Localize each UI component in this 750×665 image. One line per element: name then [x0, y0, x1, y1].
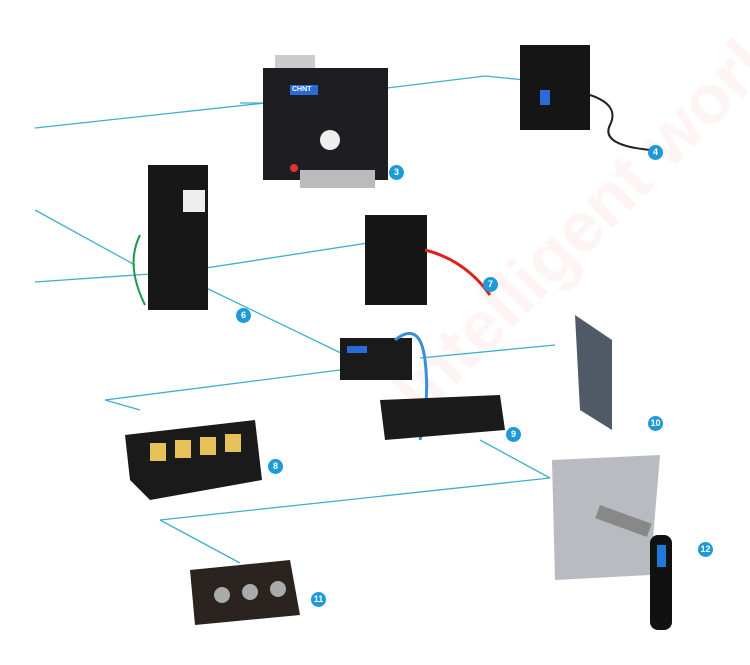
- controller-unit: [263, 55, 388, 188]
- terminal-block: [380, 395, 505, 440]
- callout-badge-12: 12: [698, 542, 713, 557]
- callout-badge-6: 6: [236, 308, 251, 323]
- phase-barrier: [575, 315, 612, 430]
- callout-badge-8: 8: [268, 459, 283, 474]
- callout-badge-7: 7: [483, 277, 498, 292]
- callout-badge-11: 11: [311, 592, 326, 607]
- interlock-block: [190, 560, 300, 625]
- callout-badge-4: 4: [648, 145, 663, 160]
- callout-badge-9: 9: [506, 427, 521, 442]
- undervoltage-module: [340, 331, 429, 441]
- brand-label: CHNT: [292, 86, 312, 93]
- aux-contact-block: [132, 165, 208, 310]
- terminal-cover: [125, 420, 262, 500]
- callout-badge-10: 10: [648, 416, 663, 431]
- motor-operator: [520, 45, 651, 151]
- rotary-handle: [552, 455, 672, 630]
- shunt-release: [365, 215, 492, 305]
- callout-badge-3: 3: [389, 165, 404, 180]
